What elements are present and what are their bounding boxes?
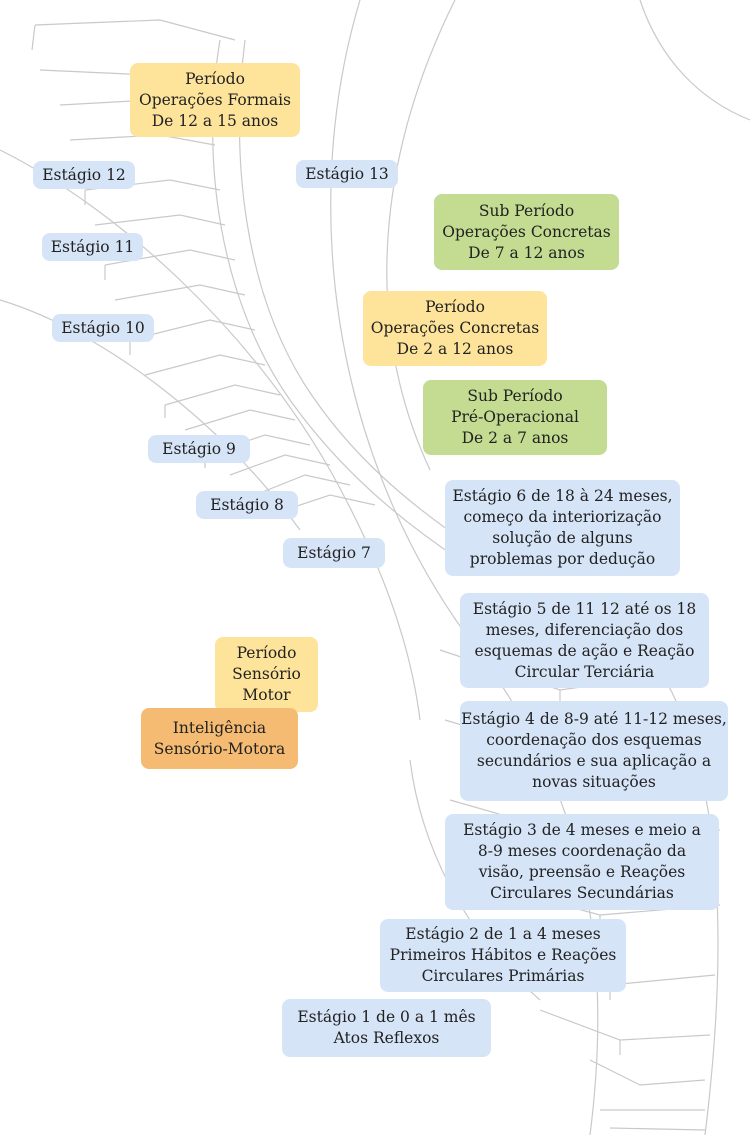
stage-2: Estágio 2 de 1 a 4 meses Primeiros Hábit… — [380, 919, 626, 992]
stage-line: secundários e sua aplicação a — [476, 752, 712, 770]
stage-12: Estágio 12 — [33, 161, 135, 189]
period-formal-operations: Período Operações Formais De 12 a 15 ano… — [130, 63, 300, 137]
stage-1: Estágio 1 de 0 a 1 mês Atos Reflexos — [282, 999, 491, 1057]
stage-line: esquemas de ação e Reação — [474, 641, 695, 660]
stage-label: Estágio 9 — [162, 439, 236, 458]
stage-7: Estágio 7 — [283, 538, 385, 568]
period-sensorimotor: Período Sensório Motor — [215, 637, 318, 712]
stage-line: Circular Terciária — [514, 662, 655, 681]
stage-line: coordenação dos esquemas — [486, 731, 702, 749]
period-concrete-operations: Período Operações Concretas De 2 a 12 an… — [363, 291, 547, 366]
period-name: Operações Concretas — [370, 319, 540, 337]
stage-8: Estágio 8 — [196, 491, 298, 519]
sensorimotor-intelligence: Inteligência Sensório-Motora — [141, 708, 298, 769]
subperiod-name: Operações Concretas — [442, 222, 611, 241]
stage-label: Estágio 7 — [297, 543, 371, 562]
period-age: De 12 a 15 anos — [151, 111, 279, 130]
stage-line: solução de alguns — [492, 529, 633, 547]
stage-line: Estágio 3 de 4 meses e meio a — [463, 821, 701, 839]
stage-11: Estágio 11 — [42, 233, 143, 261]
stage-line: começo da interiorização — [463, 508, 662, 526]
subperiod-age: De 2 a 7 anos — [461, 429, 569, 447]
period-label: Período — [185, 69, 245, 88]
stage-line: meses, diferenciação dos — [485, 620, 684, 639]
stage-10: Estágio 10 — [52, 314, 154, 342]
intelligence-name: Sensório-Motora — [153, 739, 286, 758]
subperiod-age: De 7 a 12 anos — [468, 243, 585, 262]
period-age: De 2 a 12 anos — [396, 340, 514, 358]
stage-line: Estágio 6 de 18 à 24 meses, — [452, 487, 673, 505]
stage-13: Estágio 13 — [296, 160, 398, 188]
stage-line: Circulares Secundárias — [490, 884, 674, 902]
period-name: Sensório — [232, 665, 301, 683]
stage-9: Estágio 9 — [148, 435, 250, 463]
stage-line: 8-9 meses coordenação da — [477, 842, 687, 860]
subperiod-name: Pré-Operacional — [451, 408, 579, 426]
intelligence-label: Inteligência — [172, 718, 267, 737]
stage-line: Estágio 2 de 1 a 4 meses — [405, 925, 601, 943]
stage-line: Estágio 1 de 0 a 1 mês — [297, 1008, 476, 1026]
stage-label: Estágio 12 — [42, 165, 126, 184]
stage-label: Estágio 8 — [210, 495, 284, 514]
period-name-2: Motor — [242, 686, 291, 704]
stage-label: Estágio 13 — [305, 164, 389, 183]
stage-line: Circulares Primárias — [421, 967, 585, 985]
period-label: Período — [425, 298, 485, 316]
stage-label: Estágio 11 — [50, 237, 135, 256]
stage-line: visão, preensão e Reações — [478, 863, 686, 881]
stage-line: Estágio 4 de 8-9 até 11-12 meses, — [461, 710, 727, 728]
stage-line: Primeiros Hábitos e Reações — [389, 946, 617, 964]
subperiod-concrete-operations: Sub Período Operações Concretas De 7 a 1… — [434, 194, 619, 270]
stage-line: Estágio 5 de 11 12 até os 18 — [472, 599, 697, 618]
stage-4: Estágio 4 de 8-9 até 11-12 meses, coorde… — [460, 701, 728, 801]
stage-6: Estágio 6 de 18 à 24 meses, começo da in… — [445, 480, 680, 576]
period-name: Operações Formais — [138, 90, 292, 109]
stage-5: Estágio 5 de 11 12 até os 18 meses, dife… — [460, 593, 709, 688]
subperiod-label: Sub Período — [478, 201, 575, 220]
subperiod-label: Sub Período — [467, 387, 563, 405]
subperiod-preoperational: Sub Período Pré-Operacional De 2 a 7 ano… — [423, 380, 607, 455]
period-label: Período — [236, 644, 297, 662]
stage-line: Atos Reflexos — [333, 1029, 440, 1047]
stage-line: novas situações — [532, 773, 656, 791]
stage-label: Estágio 10 — [61, 318, 145, 337]
stage-3: Estágio 3 de 4 meses e meio a 8-9 meses … — [445, 814, 719, 910]
stage-line: problemas por dedução — [469, 550, 656, 568]
